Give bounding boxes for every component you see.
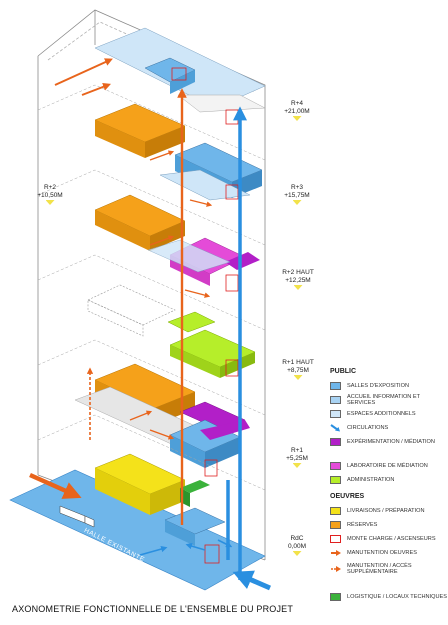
- level-label-r4: R+4 +21,00M: [282, 100, 312, 121]
- legend-label: LOGISTIQUE / LOCAUX TECHNIQUES: [347, 594, 447, 600]
- blue-arrow-icon: [330, 424, 340, 432]
- level-marker-icon: [293, 285, 303, 290]
- floor-outlines: [37, 84, 266, 491]
- legend-item-livraisons: LIVRAISONS / PRÉPARATION: [330, 504, 448, 518]
- orange-dashed-arrow-icon: [331, 566, 341, 572]
- orange-roof-arrows: [54, 58, 113, 96]
- legend-item-espaces: ESPACES ADDITIONNELS: [330, 407, 448, 421]
- level-marker-icon: [292, 463, 302, 468]
- legend-label: ACCUEIL INFORMATION ET SERVICES: [347, 394, 420, 406]
- vertical-orange-manutention: [86, 88, 187, 525]
- level-r3-volumes: [94, 103, 263, 201]
- legend-label: LABORATOIRE DE MÉDIATION: [347, 463, 428, 469]
- legend-swatch: [330, 462, 341, 470]
- legend-label: MANUTENTION OEUVRES: [347, 550, 417, 556]
- level-label-r3: R+3 +15,75M: [282, 184, 312, 205]
- level-label-r1: R+1 +5,25M: [282, 447, 312, 468]
- level-elevation: +5,25M: [286, 454, 308, 462]
- legend-swatch: [330, 535, 341, 543]
- legend-swatch: [330, 521, 341, 529]
- level-name: R+1 HAUT: [282, 359, 314, 366]
- legend-label: ESPACES ADDITIONNELS: [347, 411, 416, 417]
- legend-heading-public: PUBLIC: [330, 368, 357, 375]
- level-elevation: +10,50M: [37, 191, 63, 199]
- legend-swatch: [330, 476, 341, 484]
- level-label-r2: R+2 +10,50M: [34, 184, 66, 205]
- legend-item-manutention: MANUTENTION OEUVRES: [330, 546, 448, 560]
- level-elevation: +8,75M: [287, 366, 309, 374]
- level-marker-icon: [293, 375, 303, 380]
- page-title: AXONOMETRIE FONCTIONNELLE DE L'ENSEMBLE …: [12, 604, 294, 614]
- legend-item-manutention2: MANUTENTION / ACCÈS SUPPLÉMENTAIRE: [330, 560, 448, 578]
- legend-label: EXPÉRIMENTATION / MÉDIATION: [347, 439, 435, 445]
- legend-swatch: [330, 382, 341, 390]
- legend-swatch: [330, 396, 341, 404]
- level-name: R+4: [290, 100, 304, 107]
- level-marker-icon: [292, 551, 302, 556]
- level-name: R+1: [290, 447, 304, 454]
- legend-item-circulations: CIRCULATIONS: [330, 421, 448, 435]
- level-r1-volumes: [74, 363, 250, 468]
- level-r4-volumes: [94, 27, 266, 113]
- level-elevation: 0,00M: [287, 542, 307, 550]
- level-elevation: +15,75M: [284, 191, 310, 199]
- legend-label: SALLES D'EXPOSITION: [347, 383, 409, 389]
- legend-swatch: [330, 438, 341, 446]
- level-name: R+3: [290, 184, 304, 191]
- ground-slab-halle: [9, 469, 266, 591]
- legend-item-monte: MONTE CHARGE / ASCENSEURS: [330, 532, 448, 546]
- legend-label: RÉSERVES: [347, 522, 378, 528]
- delivery-orange-arrow: [29, 472, 82, 499]
- legend-item-administration: ADMINISTRATION: [330, 473, 448, 487]
- legend-item-salles: SALLES D'EXPOSITION: [330, 379, 448, 393]
- legend-label: MANUTENTION / ACCÈS SUPPLÉMENTAIRE: [347, 563, 412, 575]
- level-label-r1haut: R+1 HAUT +8,75M: [280, 359, 316, 380]
- level-rdc-volumes: [94, 453, 226, 546]
- level-marker-icon: [292, 200, 302, 205]
- level-name: RdC: [290, 535, 304, 542]
- legend-item-logistique: LOGISTIQUE / LOCAUX TECHNIQUES: [330, 590, 448, 604]
- blue-horizontal-arrows: [139, 539, 233, 556]
- legend-item-experimentation: EXPÉRIMENTATION / MÉDIATION: [330, 435, 448, 449]
- legend-item-accueil: ACCUEIL INFORMATION ET SERVICES: [330, 393, 448, 407]
- orange-horizontal-arrows: [129, 150, 213, 440]
- level-name: R+2: [43, 184, 57, 191]
- legend-swatch: [330, 507, 341, 515]
- legend-label: ADMINISTRATION: [347, 477, 395, 483]
- legend-label: LIVRAISONS / PRÉPARATION: [347, 508, 425, 514]
- level-label-r2haut: R+2 HAUT +12,25M: [280, 269, 316, 290]
- legend-swatch: [330, 410, 341, 418]
- legend: PUBLIC SALLES D'EXPOSITION ACCUEIL INFOR…: [330, 368, 448, 604]
- legend-item-reserves: RÉSERVES: [330, 518, 448, 532]
- level-name: R+2 HAUT: [282, 269, 314, 276]
- level-marker-icon: [292, 116, 302, 121]
- legend-heading-oeuvres: OEUVRES: [330, 493, 365, 500]
- level-elevation: +21,00M: [284, 107, 310, 115]
- entry-blue-arrow: [232, 570, 271, 591]
- level-label-rdc: RdC 0,00M: [282, 535, 312, 556]
- legend-swatch: [330, 593, 341, 601]
- legend-label: MONTE CHARGE / ASCENSEURS: [347, 536, 436, 542]
- level-r2-haut-outline: [87, 284, 176, 337]
- level-r2-volumes: [94, 194, 260, 286]
- legend-label: CIRCULATIONS: [347, 425, 389, 431]
- level-marker-icon: [45, 200, 55, 205]
- legend-item-laboratoire: LABORATOIRE DE MÉDIATION: [330, 459, 448, 473]
- level-elevation: +12,25M: [285, 276, 311, 284]
- circulation-cores: [171, 67, 239, 564]
- truck-icon: [59, 505, 95, 528]
- orange-arrow-icon: [331, 550, 341, 556]
